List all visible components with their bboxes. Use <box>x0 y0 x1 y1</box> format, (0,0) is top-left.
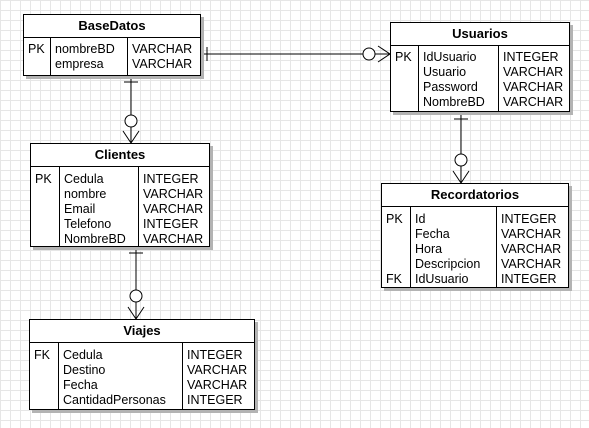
field-type: VARCHAR <box>501 227 562 241</box>
field-type: INTEGER <box>143 217 199 231</box>
field-type: VARCHAR <box>501 242 562 256</box>
field-type: INTEGER <box>187 348 243 362</box>
field-type: VARCHAR <box>501 257 562 271</box>
key-label: FK <box>386 272 402 286</box>
field-type: VARCHAR <box>503 80 564 94</box>
field-name: nombreBD <box>55 42 115 56</box>
key-label <box>34 393 58 408</box>
field-name: Fecha <box>63 378 98 392</box>
key-label <box>35 217 59 232</box>
field-type: VARCHAR <box>143 232 204 246</box>
field-type: VARCHAR <box>503 65 564 79</box>
key-label <box>395 80 418 95</box>
field-name: Email <box>64 202 96 216</box>
field-name: Cedula <box>64 172 104 186</box>
key-label: FK <box>34 348 50 362</box>
field-type: VARCHAR <box>503 95 564 109</box>
key-label <box>386 257 410 272</box>
key-label <box>35 232 59 247</box>
field-type: INTEGER <box>187 393 243 407</box>
field-name: NombreBD <box>64 232 126 246</box>
field-name: Descripcion <box>415 257 481 271</box>
field-type: VARCHAR <box>143 187 204 201</box>
field-type: VARCHAR <box>132 57 193 71</box>
zero-marker <box>124 114 138 128</box>
key-label <box>34 363 58 378</box>
field-name: IdUsuario <box>415 272 469 286</box>
field-name: Usuario <box>423 65 467 79</box>
entity-columns: FK Cedula Destino Fecha CantidadPersonas… <box>30 343 254 410</box>
field-name: Fecha <box>415 227 450 241</box>
entity-columns: PK Cedula nombre Email Telefono NombreBD… <box>31 167 209 247</box>
entity-title: Recordatorios <box>382 184 568 207</box>
field-name: CantidadPersonas <box>63 393 166 407</box>
entity-columns: PK IdUsuario Usuario Password NombreBD I… <box>391 46 569 112</box>
key-label <box>395 95 418 110</box>
field-name: Destino <box>63 363 106 377</box>
field-type: VARCHAR <box>187 363 248 377</box>
field-type: VARCHAR <box>132 42 193 56</box>
field-type: INTEGER <box>501 272 557 286</box>
key-label <box>395 65 418 80</box>
key-label <box>386 242 410 257</box>
entity-viajes[interactable]: Viajes FK Cedula Destino Fecha CantidadP… <box>29 319 255 410</box>
entity-clientes[interactable]: Clientes PK Cedula nombre Email Telefono… <box>30 143 210 247</box>
field-name: NombreBD <box>423 95 485 109</box>
entity-title: BaseDatos <box>24 15 200 38</box>
key-label: PK <box>386 212 403 226</box>
entity-title: Usuarios <box>391 23 569 46</box>
field-name: Id <box>415 212 426 226</box>
field-name: empresa <box>55 57 104 71</box>
field-name: IdUsuario <box>423 50 477 64</box>
field-type: INTEGER <box>143 172 199 186</box>
key-label: PK <box>28 42 45 56</box>
key-label <box>35 187 59 202</box>
key-label: PK <box>395 50 412 64</box>
field-name: Hora <box>415 242 443 256</box>
entity-columns: PK FK Id Fecha Hora Descripcion IdUsuari… <box>382 207 568 288</box>
field-name: Password <box>423 80 478 94</box>
field-type: INTEGER <box>503 50 559 64</box>
zero-marker <box>454 153 468 167</box>
field-name: Cedula <box>63 348 103 362</box>
entity-title: Clientes <box>31 144 209 167</box>
field-type: INTEGER <box>501 212 557 226</box>
key-label <box>35 202 59 217</box>
field-name: Telefono <box>64 217 112 231</box>
zero-marker <box>129 289 143 303</box>
field-type: VARCHAR <box>187 378 248 392</box>
zero-marker <box>362 47 376 61</box>
field-type: VARCHAR <box>143 202 204 216</box>
key-label <box>386 227 410 242</box>
field-name: nombre <box>64 187 107 201</box>
entity-basedatos[interactable]: BaseDatos PK nombreBD empresa VARCHAR VA… <box>23 14 201 76</box>
key-label <box>34 378 58 393</box>
entity-columns: PK nombreBD empresa VARCHAR VARCHAR <box>24 38 200 76</box>
key-label: PK <box>35 172 52 186</box>
entity-usuarios[interactable]: Usuarios PK IdUsuario Usuario Password N… <box>390 22 570 112</box>
entity-title: Viajes <box>30 320 254 343</box>
key-label <box>28 57 50 72</box>
entity-recordatorios[interactable]: Recordatorios PK FK Id Fecha Hora Descri… <box>381 183 569 288</box>
